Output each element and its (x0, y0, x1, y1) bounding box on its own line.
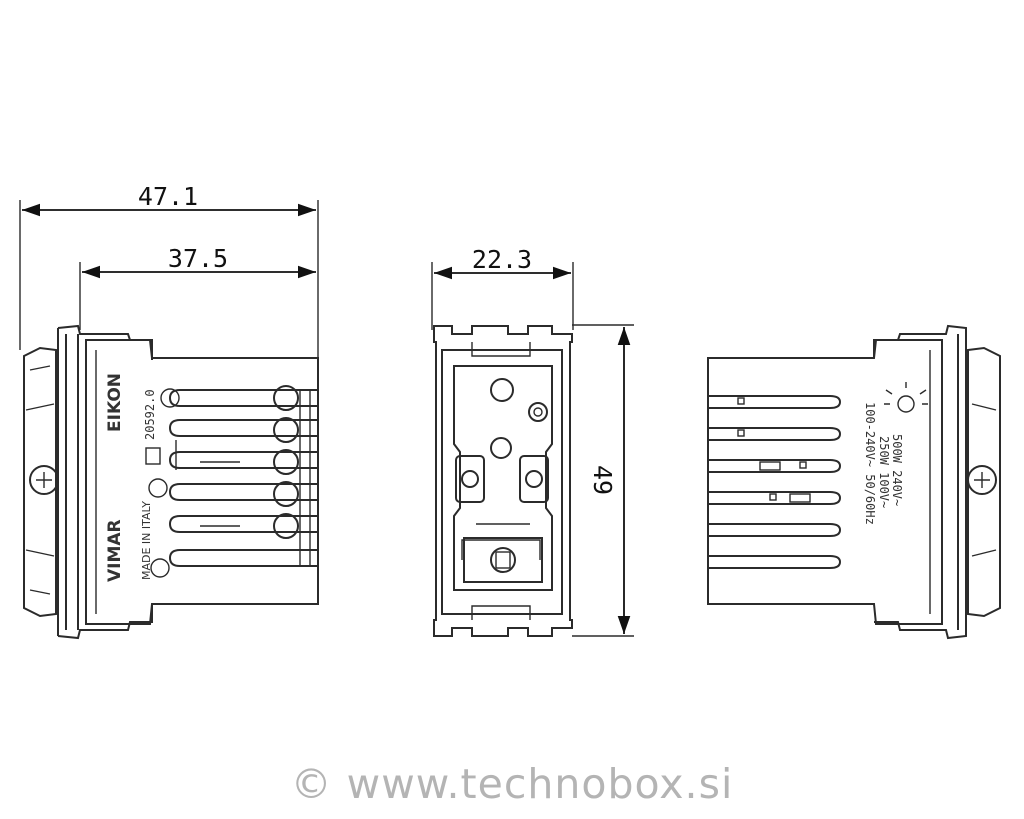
dimension-height-label: 49 (588, 465, 617, 495)
certification-icon (148, 478, 168, 498)
front-view: 22.3 49 (431, 245, 634, 637)
right-side-view: 500W 240V~ 250W 100V~ 100-240V~ 50/60Hz (707, 324, 1001, 640)
rating-line-2: 250W 100V~ (877, 436, 891, 508)
lamp-icon (897, 395, 915, 413)
right-side-markings: 500W 240V~ 250W 100V~ 100-240V~ 50/60Hz (863, 382, 928, 525)
approval-mark-icon (150, 558, 170, 578)
dimension-front-width-label: 22.3 (472, 245, 532, 274)
left-side-markings: VIMAR EIKON MADE IN ITALY 20592.0 (105, 373, 180, 582)
dimension-overall-depth-label: 47.1 (138, 182, 198, 211)
dimension-overall-depth: 47.1 (22, 182, 316, 217)
dimension-body-depth-label: 37.5 (168, 244, 228, 273)
dimension-body-depth: 37.5 (82, 244, 316, 279)
series-text: EIKON (105, 373, 125, 432)
dimension-height: 49 (588, 327, 631, 634)
watermark-text: © www.technobox.si (290, 760, 734, 808)
terminal-slots-right (708, 395, 842, 569)
terminal-slots-left (168, 385, 318, 567)
rating-line-3: 100-240V~ 50/60Hz (863, 402, 877, 525)
dimension-front-width: 22.3 (434, 245, 571, 280)
origin-text: MADE IN ITALY (140, 501, 153, 580)
code-text: 20592.0 (143, 389, 157, 440)
weee-bin-icon (145, 447, 161, 465)
left-side-view: 47.1 37.5 (19, 182, 319, 640)
ce-mark-icon (160, 388, 180, 408)
brand-text: VIMAR (105, 519, 125, 582)
rating-line-1: 500W 240V~ (890, 434, 904, 506)
